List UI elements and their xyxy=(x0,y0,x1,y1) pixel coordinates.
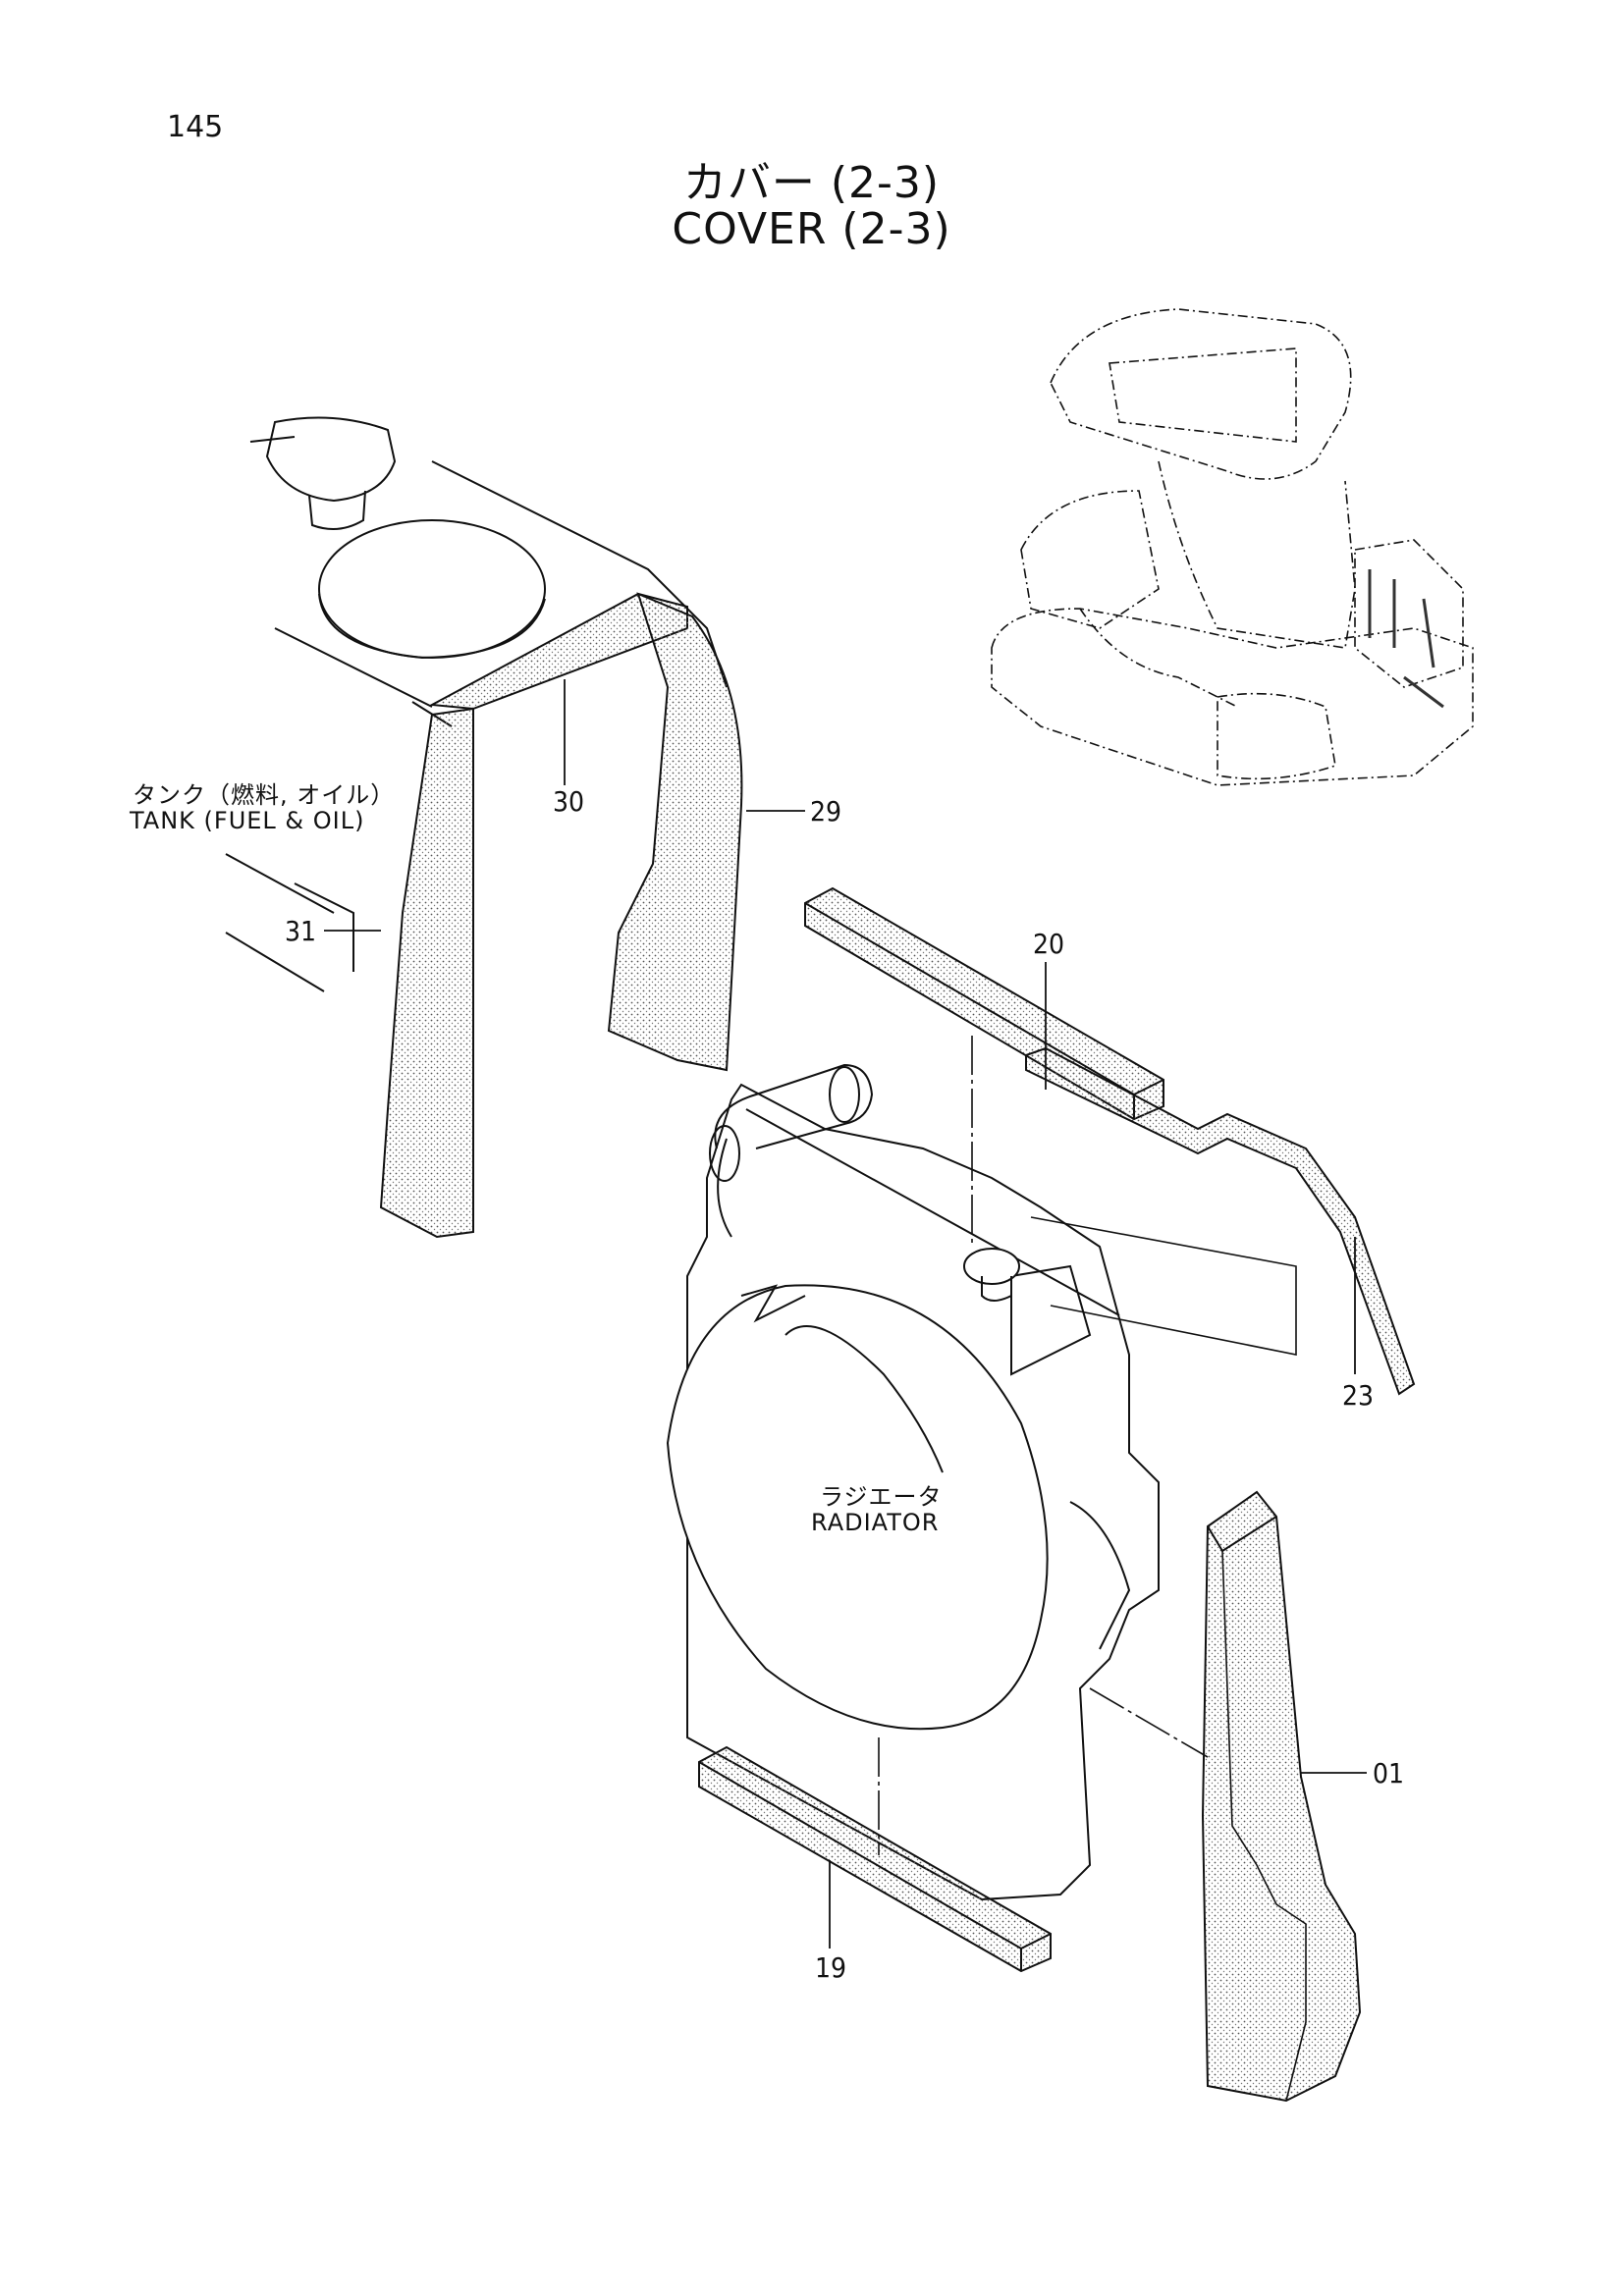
machine-sketch xyxy=(991,308,1474,786)
callout-29: 29 xyxy=(810,795,842,828)
callout-23: 23 xyxy=(1342,1379,1375,1412)
radiator-drawing xyxy=(666,1063,1160,1901)
seal-31 xyxy=(379,707,474,1239)
leader-lines xyxy=(324,679,1367,1949)
seal-19 xyxy=(698,1745,1052,1973)
seal-29 xyxy=(607,592,743,1072)
radiator-label-english: RADIATOR xyxy=(811,1509,940,1536)
tank-drawing xyxy=(225,416,728,992)
callout-20: 20 xyxy=(1033,928,1065,960)
radiator-label-japanese: ラジエータ xyxy=(820,1483,943,1511)
tank-label-japanese: タンク（燃料, オイル） xyxy=(133,781,396,809)
callout-30: 30 xyxy=(553,785,585,818)
callout-01: 01 xyxy=(1373,1757,1405,1789)
seal-23 xyxy=(1025,1046,1416,1396)
seal-01 xyxy=(1201,1490,1362,2103)
assembly-lines xyxy=(878,1036,1297,1855)
tank-label-english: TANK (FUEL & OIL) xyxy=(130,807,365,834)
page-title-english: COVER (2-3) xyxy=(672,204,951,254)
page-number: 145 xyxy=(167,110,224,144)
callout-31: 31 xyxy=(285,915,317,947)
page-title-japanese: カバー (2-3) xyxy=(682,158,941,208)
machine-sketch-hatch xyxy=(1368,569,1444,709)
callout-19: 19 xyxy=(815,1951,847,1984)
